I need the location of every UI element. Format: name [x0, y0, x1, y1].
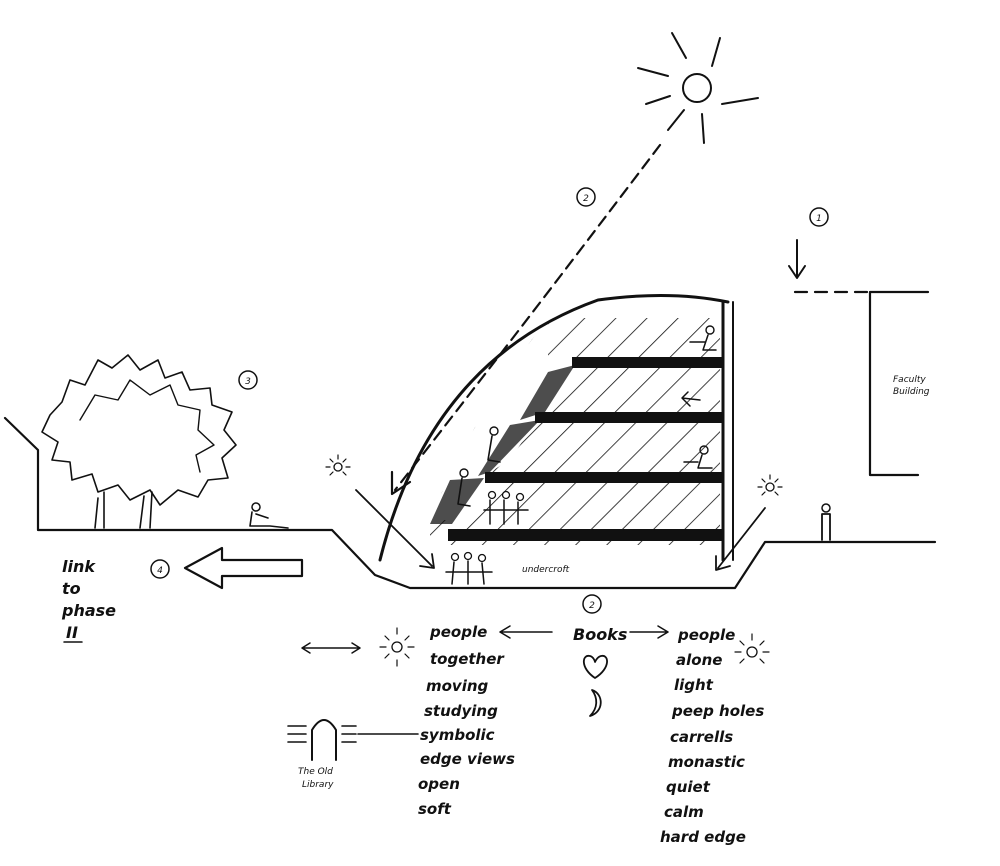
left-list-item: studying [424, 702, 498, 720]
left-list-item: together [430, 650, 505, 668]
link-label-3: phase [61, 601, 116, 620]
person-reading-icon [683, 445, 713, 469]
marker-1: 1 [809, 207, 829, 227]
group-undercroft-icon [445, 551, 493, 585]
svg-text:2: 2 [583, 194, 589, 204]
faculty-label-2: Building [893, 387, 930, 397]
arrow-left-small-icon [681, 391, 701, 407]
left-arrow-icon [183, 546, 304, 590]
down-arrow-icon [788, 239, 806, 279]
group-at-table-icon [483, 490, 529, 525]
right-list: people alone light peep holes carrells m… [660, 626, 764, 846]
arrow-left-books [499, 625, 553, 639]
double-arrow-icon [301, 642, 361, 654]
svg-text:2: 2 [589, 601, 595, 611]
right-list-item: calm [664, 803, 704, 821]
heart-icon [582, 655, 608, 679]
old-library-label-2: Library [302, 780, 334, 790]
right-list-item: peep holes [671, 702, 764, 720]
svg-text:4: 4 [157, 566, 163, 576]
right-list-item: quiet [666, 778, 711, 796]
left-list-item: soft [418, 800, 452, 818]
svg-text:1: 1 [816, 214, 822, 224]
left-list: people together moving studying symbolic… [418, 623, 515, 818]
link-label-4: II [66, 623, 78, 642]
sun-ray-dashed [393, 143, 662, 492]
left-list-item: open [418, 775, 460, 793]
link-label-2: to [62, 579, 81, 598]
right-list-item: hard edge [660, 828, 746, 846]
svg-text:3: 3 [245, 377, 251, 387]
right-list-item: light [674, 676, 714, 694]
library-building [378, 293, 734, 585]
faculty-building-outline [868, 290, 930, 477]
undercroft-label: undercroft [522, 565, 570, 575]
left-list-item: edge views [420, 750, 515, 768]
person-sitting-icon [457, 468, 471, 507]
light-arrow-left [355, 489, 435, 569]
moon-icon [589, 689, 602, 717]
marker-2-top: 2 [576, 187, 596, 207]
tree-icon [41, 354, 237, 529]
person-sitting-icon [487, 426, 501, 463]
old-library-icon [287, 719, 419, 761]
ground-left [3, 416, 937, 590]
person-reading-icon [689, 325, 717, 351]
right-list-item: alone [676, 651, 722, 669]
left-list-item: people [429, 623, 487, 641]
right-list-item: people [677, 626, 735, 644]
sun-small-icon [379, 627, 415, 667]
left-list-item: symbolic [420, 726, 495, 744]
sun-small-icon [325, 454, 351, 476]
light-arrow-right [715, 507, 766, 571]
old-library-label-1: The Old [298, 767, 333, 777]
right-list-item: carrells [670, 728, 733, 746]
person-standing-icon [821, 503, 831, 541]
marker-2-bottom: 2 [582, 594, 602, 614]
right-list-item: monastic [668, 753, 745, 771]
books-label: Books [573, 625, 627, 644]
link-label-1: link [62, 557, 96, 576]
arrow-right-books [629, 625, 669, 639]
sun-small-icon [757, 474, 783, 496]
sun-small-icon [734, 633, 770, 664]
faculty-label-1: Faculty [893, 375, 926, 385]
marker-3: 3 [238, 370, 258, 390]
person-reclining-icon [249, 502, 289, 529]
sun-icon [637, 32, 759, 144]
marker-4: 4 [150, 559, 170, 579]
left-list-item: moving [426, 677, 489, 695]
